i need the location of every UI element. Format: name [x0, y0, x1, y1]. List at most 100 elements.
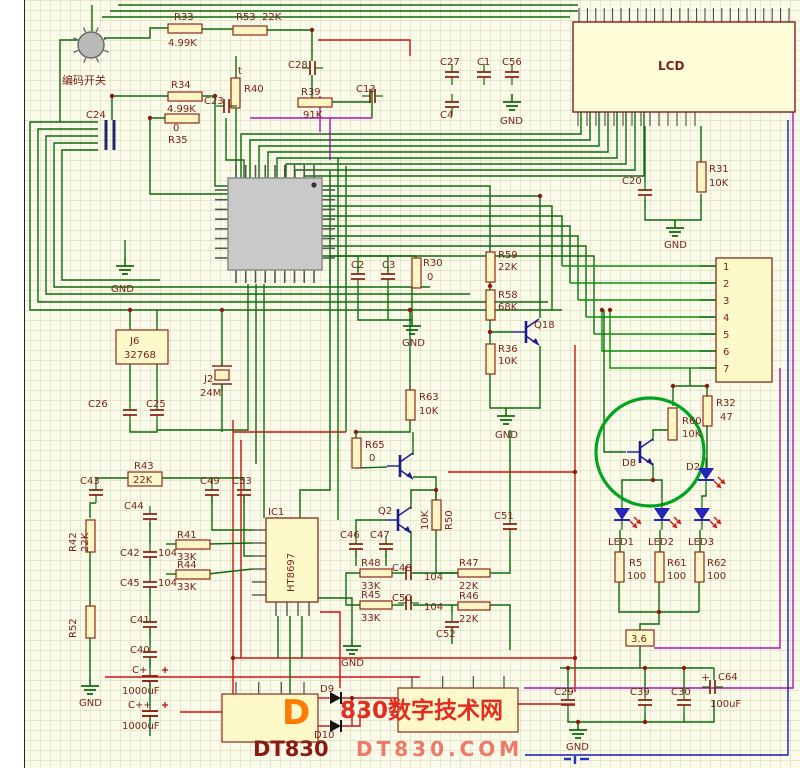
label-0: 0: [427, 272, 433, 283]
label-c23: C23: [204, 96, 224, 107]
part: [431, 499, 442, 531]
label-+: +: [701, 671, 710, 684]
label-r36: R36: [498, 344, 518, 355]
label-c4: C4: [440, 110, 453, 121]
wire: [639, 612, 660, 630]
label-dt830.com: DT830.COM: [356, 737, 523, 761]
wire: [322, 245, 587, 317]
transistor-q-mid: [387, 452, 414, 480]
ic1-HT8697: [252, 517, 319, 616]
res-R50: [431, 499, 442, 531]
label-c3: C3: [382, 260, 395, 271]
wire: [609, 310, 716, 369]
part: [405, 389, 416, 421]
wire: [322, 185, 491, 252]
label-c1: C1: [477, 57, 490, 68]
diode-D10: [330, 720, 342, 732]
part: [654, 508, 670, 520]
label-c39: C39: [630, 687, 650, 698]
label-t: t: [238, 66, 242, 77]
cap-C50: [398, 596, 419, 610]
junction-dot: [575, 719, 581, 725]
gnd-symbol: [497, 408, 515, 425]
res-R61: [654, 551, 665, 583]
wire: [654, 368, 781, 649]
cap-C64: [702, 680, 723, 694]
label-q2: Q2: [378, 506, 392, 517]
label-22k: 22K: [133, 475, 153, 486]
wire: [303, 112, 645, 178]
label-r47: R47: [459, 558, 479, 569]
wire: [299, 170, 331, 518]
label-c51: C51: [494, 511, 514, 522]
res-R63: [405, 389, 416, 421]
part: [311, 182, 317, 188]
label-10k: 10K: [498, 356, 518, 367]
xtal-J2: [212, 359, 232, 391]
diode-D9: [330, 692, 342, 704]
label-r59: R59: [498, 250, 518, 261]
wire: [355, 519, 385, 536]
label-led3: LED3: [688, 537, 714, 548]
label-c46: C46: [340, 530, 360, 541]
cap-C45: [143, 574, 157, 595]
label-22k: 22K: [498, 262, 518, 273]
label-q18: Q18: [534, 320, 555, 331]
label-10k: 10K: [419, 406, 439, 417]
cap-C28: [302, 61, 323, 75]
part: [330, 692, 341, 704]
part: [632, 523, 637, 528]
part: [716, 483, 721, 488]
label-22k: 22K: [262, 12, 282, 23]
part: [639, 438, 654, 449]
label-r50: R50: [444, 510, 455, 530]
part: [485, 289, 496, 321]
wire: [318, 39, 411, 56]
wire: [653, 479, 663, 498]
gnd-symbol: [403, 318, 421, 335]
label-0: 0: [173, 123, 179, 134]
part: [359, 568, 393, 578]
res-R31: [696, 161, 707, 193]
label-c29: C29: [554, 687, 574, 698]
wire: [258, 112, 600, 178]
label-3.6: 3.6: [631, 634, 647, 645]
label-0: 0: [369, 453, 375, 464]
wire: [618, 582, 699, 613]
label-10k: 10K: [682, 429, 702, 440]
label-68k: 68K: [498, 302, 518, 313]
part: [694, 551, 705, 583]
part: [720, 479, 725, 484]
part: [399, 452, 414, 463]
res-R33: [167, 23, 203, 34]
part: [457, 601, 491, 611]
cap-C25: [150, 402, 164, 423]
wire: [267, 112, 609, 178]
part: [667, 407, 678, 441]
part: [103, 49, 109, 53]
transistor-Q2: [385, 506, 412, 534]
label-gnd: GND: [111, 284, 134, 295]
cap-C47: [379, 536, 393, 557]
cap-C49: [205, 482, 219, 503]
part: [115, 329, 169, 365]
wire: [111, 95, 168, 120]
res-R36: [485, 343, 496, 375]
label-c43: C43: [80, 476, 100, 487]
module-bottom-left: [221, 682, 319, 743]
wire: [265, 29, 313, 61]
wire: [149, 117, 228, 195]
label-ht8697: HT8697: [286, 553, 297, 592]
part: [167, 91, 203, 102]
cap-C48: [398, 566, 419, 580]
label-d2: D2: [686, 462, 700, 473]
label-10k: 10K: [420, 510, 431, 530]
wire: [345, 572, 360, 606]
label-100uf: 100uF: [710, 699, 741, 710]
label-104: 104: [158, 578, 177, 589]
junction-dot: [607, 307, 613, 313]
part: [411, 257, 422, 289]
label-4.99k: 4.99K: [168, 38, 197, 49]
part: [696, 161, 707, 193]
label-c25: C25: [146, 399, 166, 410]
